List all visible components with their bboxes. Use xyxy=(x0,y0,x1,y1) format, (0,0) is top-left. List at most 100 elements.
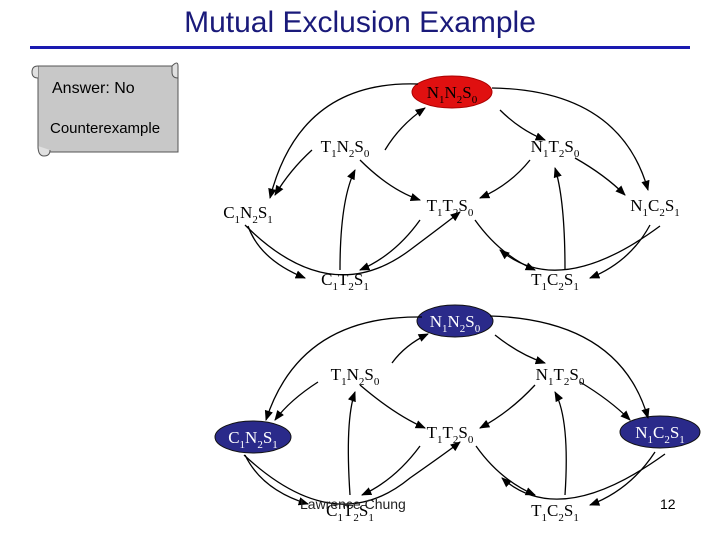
node-letter: C xyxy=(547,501,558,520)
top-node-n1c2s1: N1C2S1 xyxy=(630,196,680,219)
node-subscript: 1 xyxy=(368,512,374,524)
node-subscript: 1 xyxy=(543,148,549,160)
bottom-node-c1n2s1: C1N2S1 xyxy=(228,428,278,451)
node-subscript: 2 xyxy=(457,94,463,106)
node-bottom-c1n2s1 xyxy=(214,420,292,454)
bottom-node-t1n2s0: T1N2S0 xyxy=(331,365,380,388)
counterexample-label: Counterexample xyxy=(50,120,161,137)
node-subscript: 1 xyxy=(240,439,246,451)
answer-label: Answer: xyxy=(52,80,110,97)
node-subscript: 2 xyxy=(257,439,263,451)
node-letter: S xyxy=(458,423,467,442)
node-letter: S xyxy=(569,365,578,384)
node-subscript: 1 xyxy=(331,148,337,160)
node-bottom-n1n2s0 xyxy=(416,304,494,338)
node-subscript: 1 xyxy=(272,439,278,451)
node-letter: S xyxy=(465,312,474,331)
node-letter: N xyxy=(445,83,457,102)
top-node-n1t2s0: N1T2S0 xyxy=(531,137,580,160)
node-letter: T xyxy=(343,501,354,520)
top-node-n1n2s0: N1N2S0 xyxy=(427,83,478,106)
node-subscript: 1 xyxy=(548,376,554,388)
node-subscript: 2 xyxy=(558,512,564,524)
node-letter: N xyxy=(635,423,647,442)
node-letter: N xyxy=(337,137,349,156)
node-letter: N xyxy=(347,365,359,384)
node-subscript: 1 xyxy=(341,376,347,388)
node-subscript: 1 xyxy=(642,207,648,219)
node-letter: T xyxy=(531,501,542,520)
node-subscript: 1 xyxy=(542,281,548,293)
node-letter: T xyxy=(321,137,332,156)
bottom-node-n1c2s1: N1C2S1 xyxy=(635,423,685,446)
node-letter: S xyxy=(364,365,373,384)
node-subscript: 1 xyxy=(442,323,448,335)
node-letter: N xyxy=(430,312,442,331)
top-node-c1t2s1: C1T2S1 xyxy=(321,270,369,293)
bottom-edges xyxy=(243,315,666,506)
node-letter: S xyxy=(564,501,573,520)
node-subscript: 2 xyxy=(453,207,459,219)
node-subscript: 0 xyxy=(364,148,370,160)
node-subscript: 1 xyxy=(573,281,579,293)
node-subscript: 1 xyxy=(337,512,343,524)
node-subscript: 2 xyxy=(559,148,565,160)
node-subscript: 1 xyxy=(439,94,445,106)
node-subscript: 2 xyxy=(664,434,670,446)
page-number: 12 xyxy=(660,496,676,512)
title-underline xyxy=(30,46,690,49)
node-letter: N xyxy=(245,428,257,447)
node-letter: T xyxy=(338,270,349,289)
node-subscript: 2 xyxy=(453,434,459,446)
node-letter: C xyxy=(228,428,239,447)
node-subscript: 0 xyxy=(574,148,580,160)
node-subscript: 2 xyxy=(564,376,570,388)
node-letter: C xyxy=(648,196,659,215)
top-node-t1n2s0: T1N2S0 xyxy=(321,137,370,160)
scroll-banner xyxy=(31,62,179,157)
bottom-node-t1c2s1: T1C2S1 xyxy=(531,501,579,524)
node-subscript: 0 xyxy=(468,434,474,446)
node-letter: C xyxy=(326,501,337,520)
top-node-t1c2s1: T1C2S1 xyxy=(531,270,579,293)
node-letter: T xyxy=(331,365,342,384)
node-letter: S xyxy=(462,83,471,102)
node-letter: T xyxy=(531,270,542,289)
node-subscript: 2 xyxy=(353,512,359,524)
node-subscript: 2 xyxy=(349,148,355,160)
node-letter: S xyxy=(258,203,267,222)
node-letter: S xyxy=(670,423,679,442)
node-letter: N xyxy=(427,83,439,102)
node-subscript: 1 xyxy=(363,281,369,293)
node-letter: S xyxy=(354,137,363,156)
node-subscript: 2 xyxy=(252,214,258,226)
bottom-node-c1t2s1: C1T2S1 xyxy=(326,501,374,524)
node-letter: T xyxy=(548,137,559,156)
node-subscript: 0 xyxy=(475,323,481,335)
node-letter: T xyxy=(553,365,564,384)
node-subscript: 1 xyxy=(332,281,338,293)
node-letter: T xyxy=(443,196,454,215)
node-subscript: 1 xyxy=(679,434,685,446)
node-subscript: 0 xyxy=(579,376,585,388)
node-letter: N xyxy=(240,203,252,222)
top-edges xyxy=(244,83,661,279)
node-letter: T xyxy=(427,423,438,442)
node-letter: C xyxy=(547,270,558,289)
node-subscript: 1 xyxy=(235,214,241,226)
node-letter: N xyxy=(531,137,543,156)
bottom-node-n1n2s0: N1N2S0 xyxy=(430,312,481,335)
answer-text: Answer: No xyxy=(52,80,135,98)
node-subscript: 1 xyxy=(267,214,273,226)
node-subscript: 1 xyxy=(437,434,443,446)
node-letter: S xyxy=(359,501,368,520)
node-subscript: 2 xyxy=(359,376,365,388)
top-node-t1t2s0: T1T2S0 xyxy=(427,196,474,219)
node-letter: S xyxy=(665,196,674,215)
answer-value: No xyxy=(114,80,135,97)
node-subscript: 1 xyxy=(542,512,548,524)
slide-title: Mutual Exclusion Example xyxy=(184,6,536,39)
